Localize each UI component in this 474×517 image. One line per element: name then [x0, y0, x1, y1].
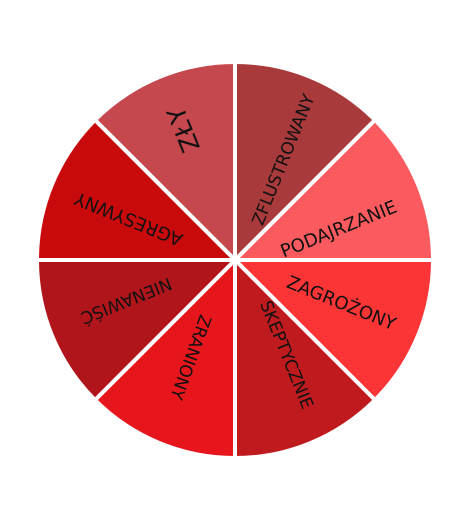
wheel-segment-nienawisc — [35, 258, 237, 403]
wheel-segment-skeptycznie — [233, 258, 378, 460]
wheel-segment-podajrzanie — [233, 117, 435, 262]
wheel-segment-agresywny — [35, 117, 237, 262]
wheel-segment-zly — [92, 60, 237, 262]
wheel-segment-zraniony — [92, 258, 237, 460]
wheel-segments — [35, 60, 435, 460]
wheel-segment-zagrozony — [233, 258, 435, 403]
wheel-segment-zflustrowany — [233, 60, 378, 262]
